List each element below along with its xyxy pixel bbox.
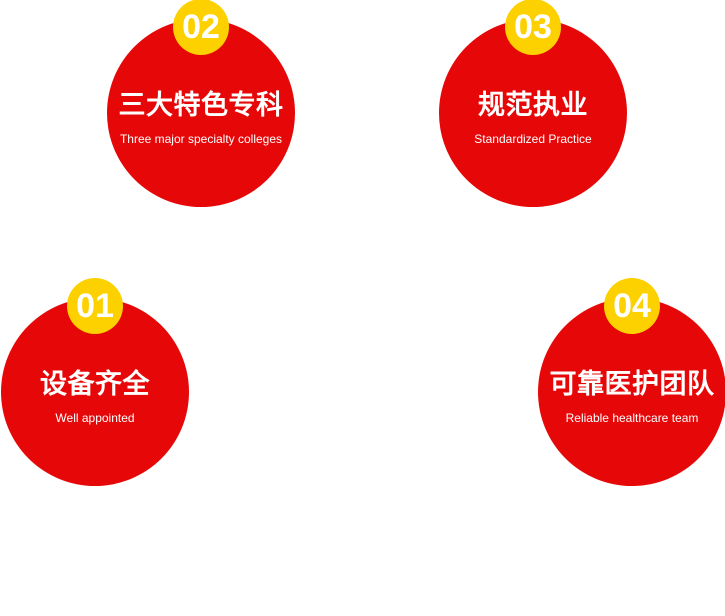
feature-number-badge: 01 [67,278,123,334]
feature-healthcare-team: 可靠医护团队 Reliable healthcare team 04 [538,278,725,486]
feature-well-appointed: 设备齐全 Well appointed 01 [1,278,189,486]
feature-number-badge: 04 [604,278,660,334]
feature-title: 可靠医护团队 [549,369,715,400]
feature-standardized-practice: 规范执业 Standardized Practice 03 [439,0,627,207]
feature-specialty-colleges: 三大特色专科 Three major specialty colleges 02 [107,0,295,207]
feature-subtitle: Three major specialty colleges [119,132,283,146]
feature-number-badge: 03 [505,0,561,55]
feature-number-badge: 02 [173,0,229,55]
feature-subtitle: Well appointed [55,411,135,425]
feature-subtitle: Reliable healthcare team [565,411,699,425]
feature-title: 设备齐全 [40,369,150,400]
feature-subtitle: Standardized Practice [474,132,592,146]
feature-title: 规范执业 [478,90,588,121]
feature-title: 三大特色专科 [118,90,284,121]
